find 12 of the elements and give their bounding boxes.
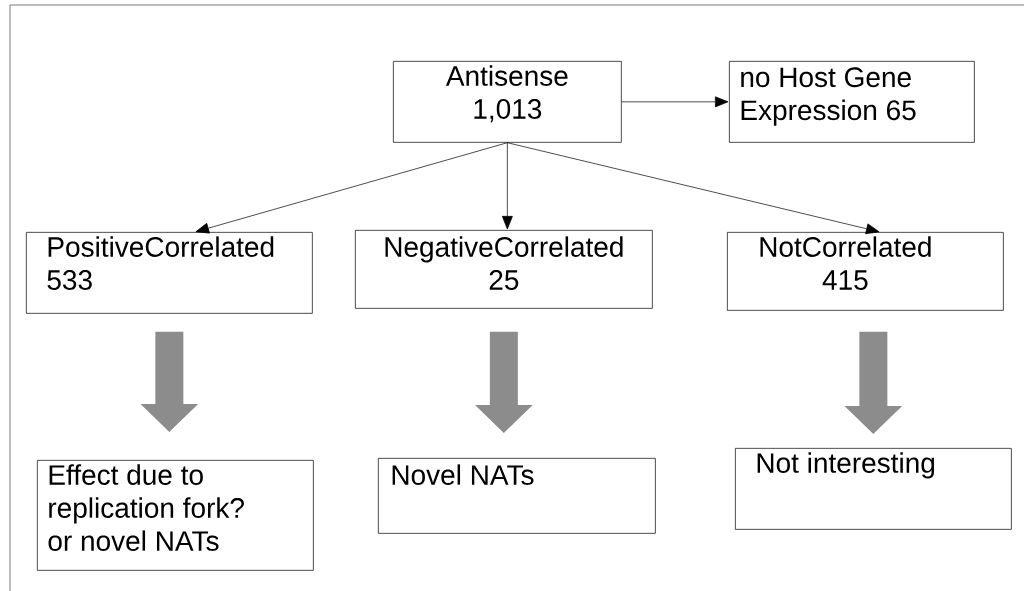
arrow: [507, 142, 880, 235]
process-box: PositiveCorrelated 533: [26, 232, 313, 314]
process-box: no Host Gene Expression 65: [729, 61, 975, 143]
process-box: Not interesting: [735, 448, 1012, 530]
process-box: NegativeCorrelated 25: [355, 230, 653, 309]
arrow: [621, 96, 729, 108]
arrow: [501, 142, 513, 230]
process-box: Antisense 1,013: [393, 61, 622, 143]
process-box: Novel NATs: [378, 458, 656, 534]
arrow: [195, 142, 508, 234]
process-box: Effect due to replication fork? or novel NATs: [37, 460, 314, 571]
process-box: NotCorrelated 415: [727, 232, 1004, 311]
